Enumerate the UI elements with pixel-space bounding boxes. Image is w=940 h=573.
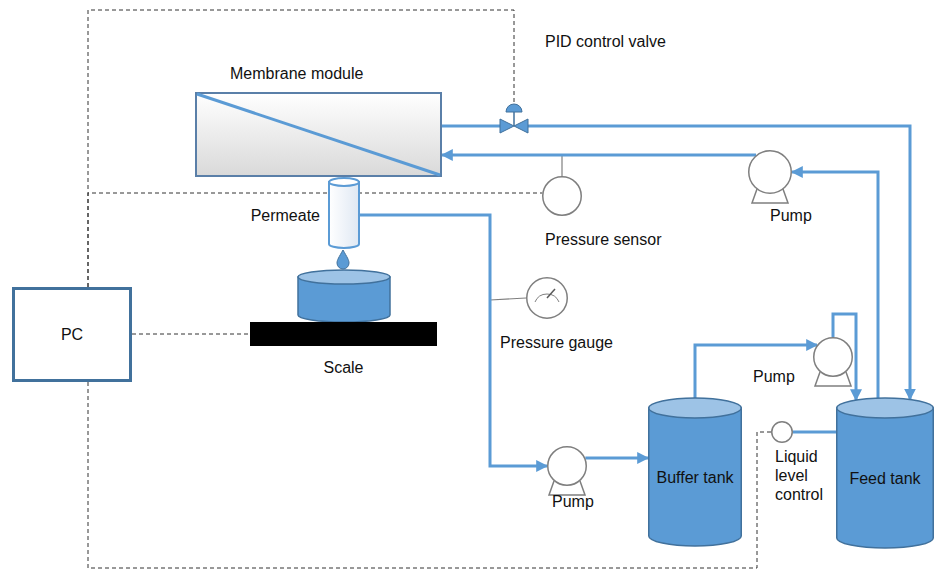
illustration bbox=[298, 155, 562, 322]
scale-platform bbox=[250, 322, 437, 346]
node-label: Scale bbox=[250, 358, 437, 377]
connectors bbox=[88, 10, 910, 568]
instrument-circle bbox=[814, 338, 853, 377]
permeate-tube-outline bbox=[328, 178, 360, 248]
node-label: PC bbox=[16, 325, 128, 344]
gauge-tap bbox=[490, 298, 526, 300]
pipe-line bbox=[442, 154, 756, 157]
control-valve-outline bbox=[500, 104, 528, 134]
pressure-gauge-outline bbox=[526, 277, 568, 319]
node-label: Pump bbox=[753, 367, 809, 386]
pump-symbol: Pump bbox=[813, 337, 853, 377]
pump-symbol: Pump bbox=[547, 446, 587, 486]
tank-body bbox=[649, 408, 742, 546]
permeate-tube: Permeate bbox=[328, 178, 360, 248]
node-label: Pump bbox=[552, 492, 612, 511]
pipe-line bbox=[792, 172, 878, 398]
feed-tank: Feed tank bbox=[836, 398, 934, 548]
pipe-line bbox=[793, 431, 836, 434]
tank-top bbox=[649, 398, 742, 418]
node-label: Feed tank bbox=[840, 469, 930, 488]
signal-line bbox=[88, 382, 771, 568]
node-label: Permeate bbox=[216, 206, 320, 225]
valve-stem bbox=[513, 112, 515, 126]
node-label: Pressure gauge bbox=[500, 333, 660, 352]
signal-line bbox=[88, 193, 542, 287]
node-label: Pressure sensor bbox=[545, 230, 715, 249]
pipe-line bbox=[695, 345, 817, 398]
pressure-sensor-outline bbox=[542, 176, 582, 216]
node-label: Liquid level control bbox=[775, 447, 835, 504]
membrane-module-outline bbox=[195, 92, 442, 177]
pump-symbol-outline bbox=[813, 337, 853, 377]
pressure-sensor: Pressure sensor bbox=[542, 176, 582, 216]
module-housing bbox=[196, 93, 441, 176]
node-label: Buffer tank bbox=[652, 468, 738, 487]
sensor-tap bbox=[561, 155, 562, 176]
buffer-tank: Buffer tank bbox=[648, 398, 742, 546]
beaker-rim bbox=[298, 270, 390, 284]
level-sensor: Liquid level control bbox=[771, 421, 793, 443]
signal-line bbox=[88, 10, 514, 287]
node-label: Membrane module bbox=[230, 64, 370, 83]
gauge-needle bbox=[547, 289, 555, 298]
pipe-line bbox=[442, 125, 500, 128]
node-label: PID control valve bbox=[545, 32, 715, 51]
membrane-sheet bbox=[197, 94, 440, 175]
tank-top bbox=[837, 398, 934, 418]
membrane-module: Membrane module bbox=[195, 92, 442, 177]
computer-box: PC bbox=[12, 287, 132, 382]
pipe-line bbox=[528, 126, 910, 399]
instrument-circle bbox=[527, 278, 568, 319]
permeate-drop bbox=[337, 250, 349, 269]
pump-symbol-outline bbox=[748, 150, 792, 194]
valve-actuator bbox=[506, 104, 522, 112]
tube-top bbox=[329, 178, 359, 186]
scale-bar: Scale bbox=[250, 322, 437, 346]
pc-frame bbox=[14, 289, 131, 381]
instrument-circle bbox=[543, 177, 582, 216]
instrument-circle bbox=[749, 151, 792, 194]
node-label: Pump bbox=[770, 206, 830, 225]
pump-symbol: Pump bbox=[748, 150, 792, 194]
tank-body bbox=[837, 408, 934, 548]
instrument-circle bbox=[548, 447, 587, 486]
tube-body bbox=[329, 182, 359, 248]
scale-bar-outline bbox=[250, 322, 437, 346]
instrument-circle bbox=[772, 422, 793, 443]
signal-line bbox=[132, 334, 250, 335]
pressure-gauge: Pressure gauge bbox=[526, 277, 568, 319]
pipe-line bbox=[585, 457, 648, 460]
pump-symbol-outline bbox=[547, 446, 587, 486]
level-sensor-outline bbox=[771, 421, 793, 443]
control-valve: PID control valve bbox=[500, 104, 528, 134]
